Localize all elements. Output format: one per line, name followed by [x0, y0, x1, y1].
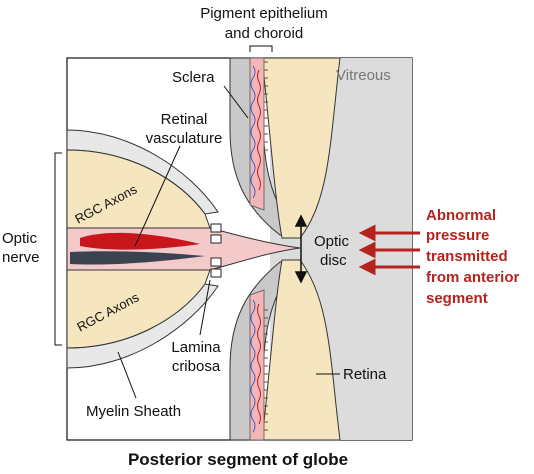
retina-upper	[261, 57, 341, 239]
pressure-text-4: from anterior	[426, 269, 520, 286]
choroid-vessels-red	[257, 69, 261, 425]
pigment-label-1: Pigment epithelium	[200, 5, 328, 22]
sclera-label: Sclera	[172, 69, 215, 86]
retinal-vasc-label-2: vasculature	[146, 130, 223, 147]
optic-nerve-bracket	[54, 152, 62, 346]
central-vein	[70, 251, 205, 265]
lamina-cribrosa	[210, 223, 222, 278]
optic-nerve-label-2: nerve	[2, 249, 40, 266]
diagram-title: Posterior segment of globe	[128, 450, 348, 469]
optic-disc-label-2: disc	[320, 252, 347, 269]
choroid-upper	[249, 57, 265, 211]
pressure-arrows	[358, 224, 420, 276]
central-artery	[80, 232, 200, 250]
lamina-label-1: Lamina	[171, 339, 221, 356]
vitreous-label: Vitreous	[336, 67, 391, 84]
retina-label: Retina	[343, 366, 387, 383]
choroid-lower	[249, 289, 265, 441]
leader-lines	[117, 85, 340, 399]
lamina-label-2: cribosa	[172, 358, 221, 375]
pigment-label-2: and choroid	[225, 25, 303, 42]
pigment-stripes	[264, 61, 268, 431]
pigment-bracket	[249, 45, 273, 52]
pressure-text-2: pressure	[426, 227, 489, 244]
myelin-label: Myelin Sheath	[86, 403, 181, 420]
optic-disc-arrow	[294, 214, 308, 284]
retinal-vasc-label-1: Retinal	[161, 111, 208, 128]
pressure-text-3: transmitted	[426, 248, 508, 265]
optic-disc-label-1: Optic	[314, 233, 350, 250]
pressure-text-1: Abnormal	[426, 207, 496, 224]
pressure-text-5: segment	[426, 290, 488, 307]
rgc-axons-lower	[66, 269, 211, 349]
retina-lower	[261, 259, 341, 441]
optic-nerve-label-1: Optic	[2, 230, 38, 247]
choroid-vessels	[250, 65, 256, 433]
